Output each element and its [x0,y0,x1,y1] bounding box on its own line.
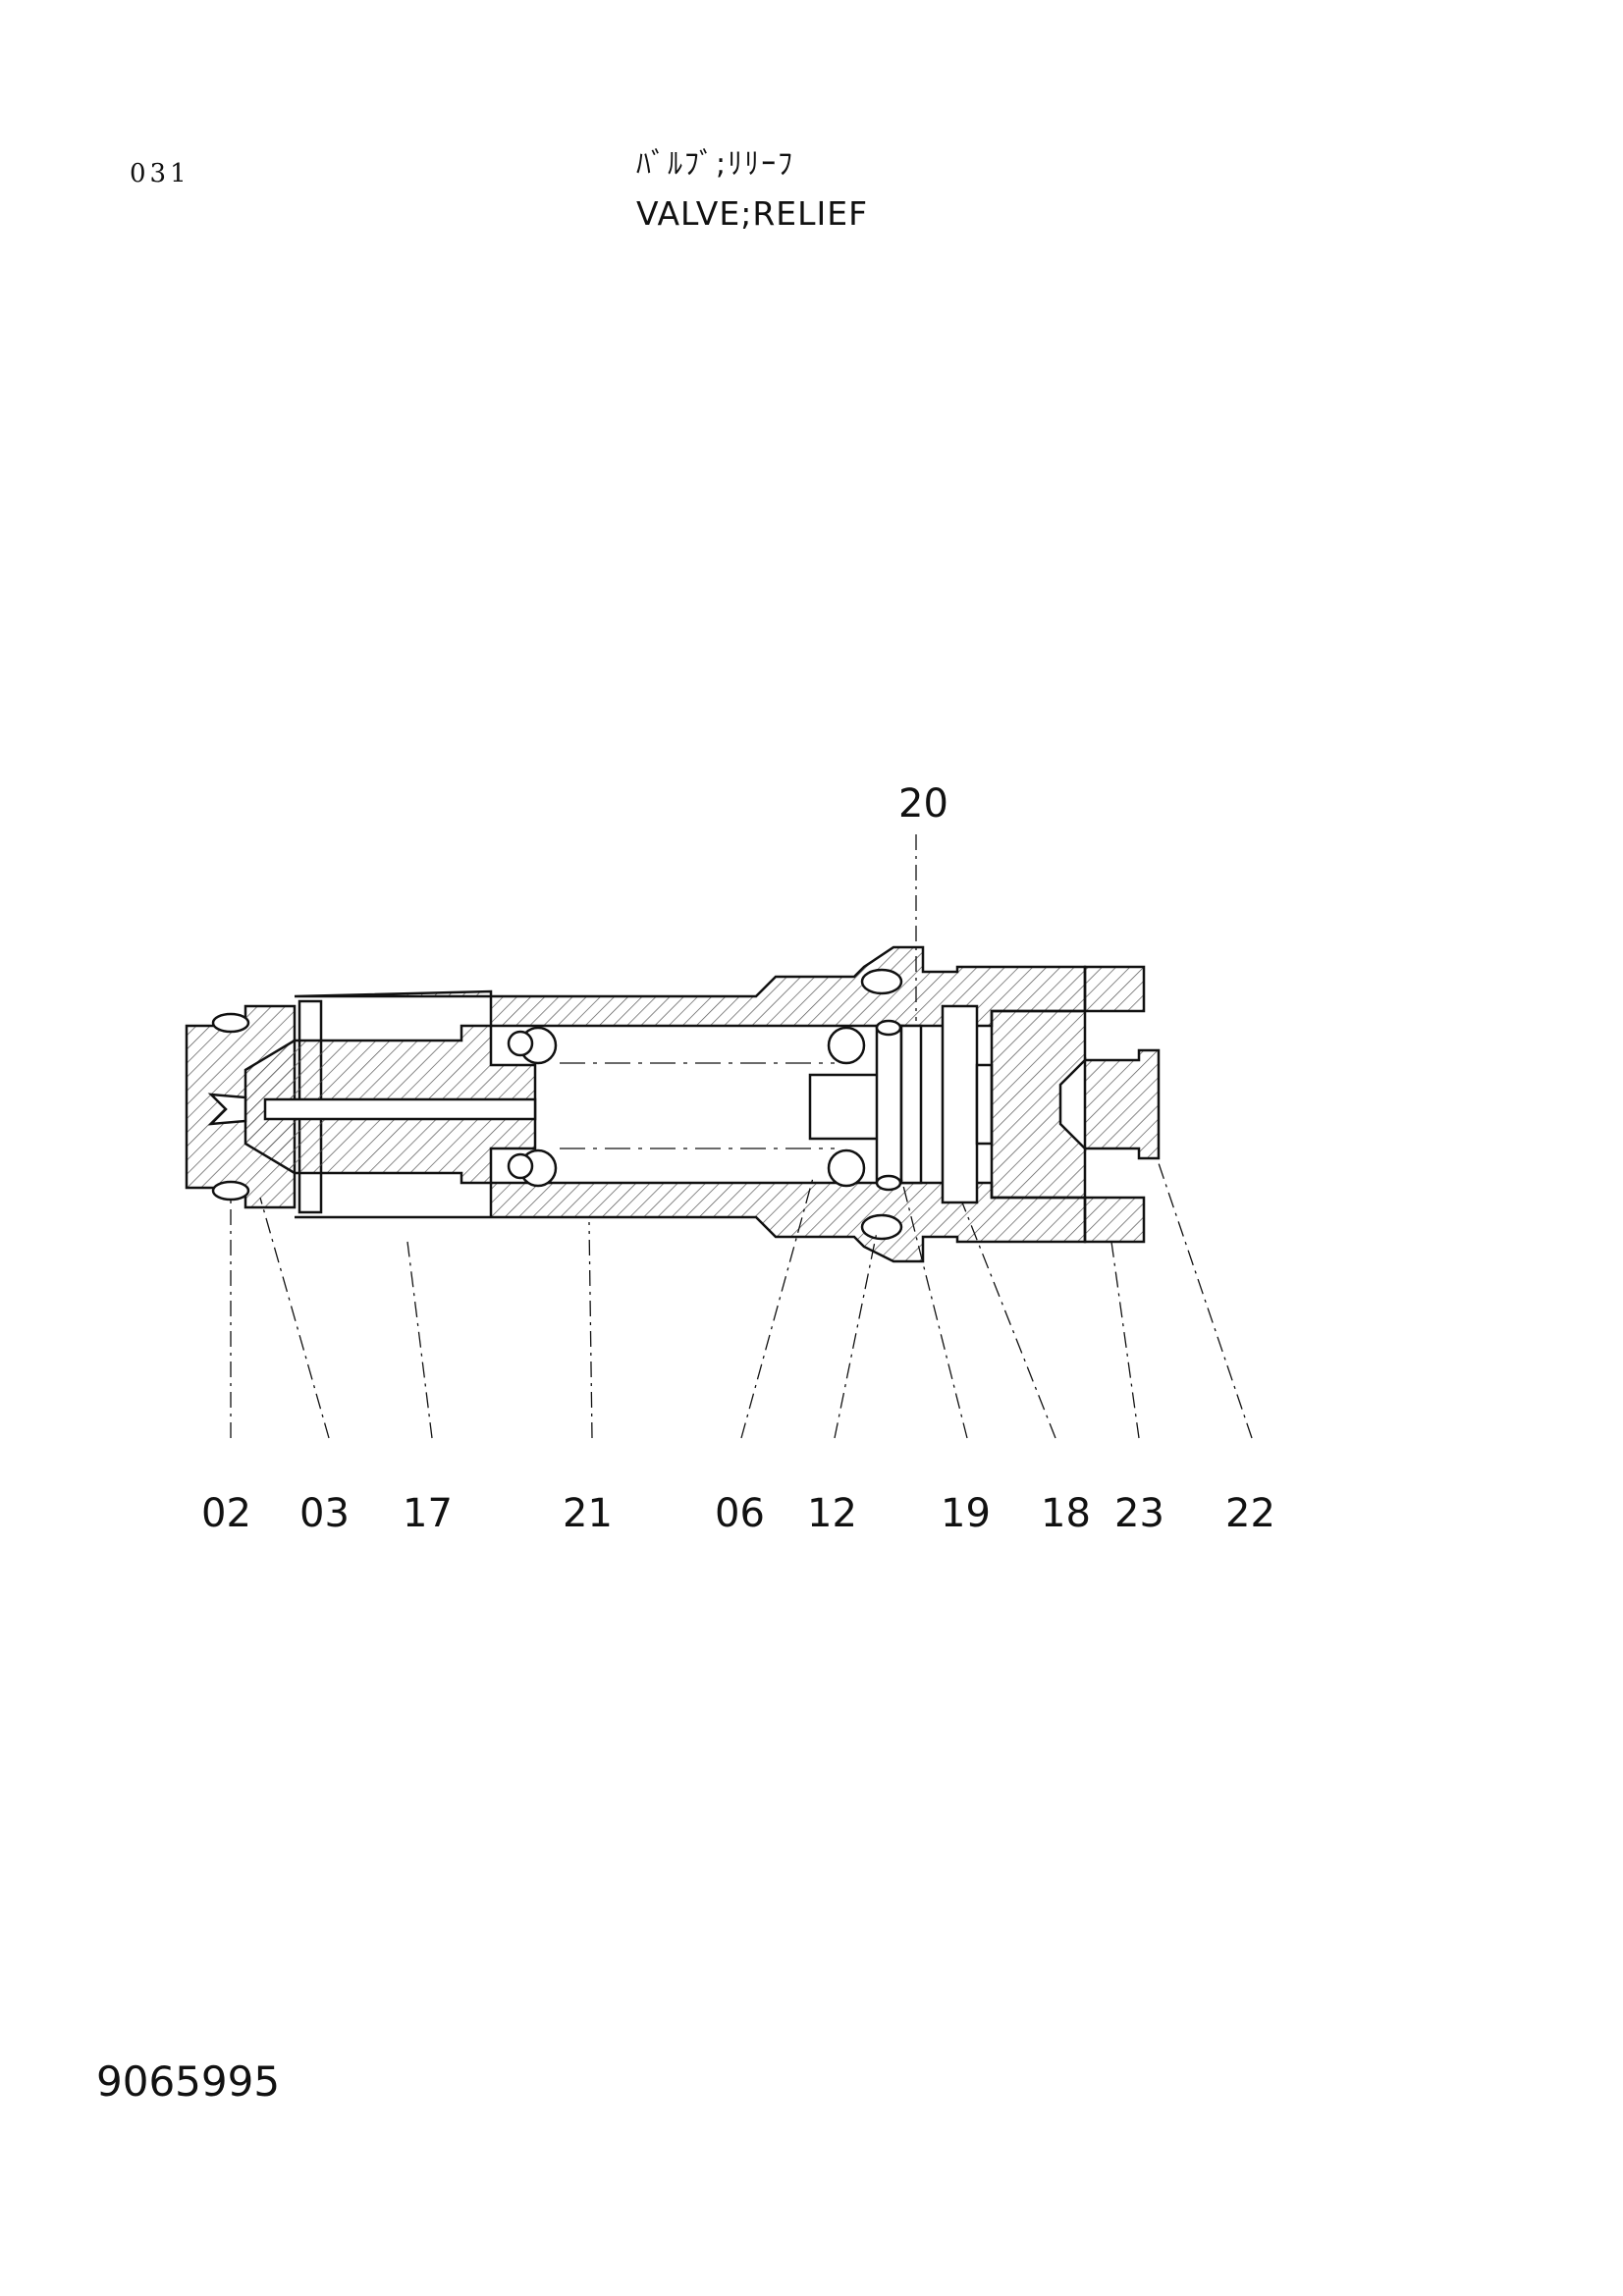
callout-12: 12 [807,1491,857,1536]
callout-06: 06 [715,1491,765,1536]
valve-body [185,945,1161,1263]
callout-labels: 20 02 03 17 21 06 12 19 18 23 22 [201,781,1275,1536]
title-english: VALVE;RELIEF [636,194,869,233]
callout-18: 18 [1041,1491,1091,1536]
callout-20: 20 [898,781,948,827]
callout-23: 23 [1114,1491,1164,1536]
callout-17: 17 [403,1491,453,1536]
callout-02: 02 [201,1491,251,1536]
drawing-number: 9065995 [96,2057,281,2106]
callout-03: 03 [299,1491,350,1536]
callout-22: 22 [1225,1491,1275,1536]
page-number: 031 [130,159,190,188]
title-japanese: ﾊﾞﾙﾌﾞ;ﾘﾘｰﾌ [636,147,795,182]
callout-19: 19 [941,1491,991,1536]
leader-lines [230,834,1253,1439]
callout-21: 21 [563,1491,613,1536]
